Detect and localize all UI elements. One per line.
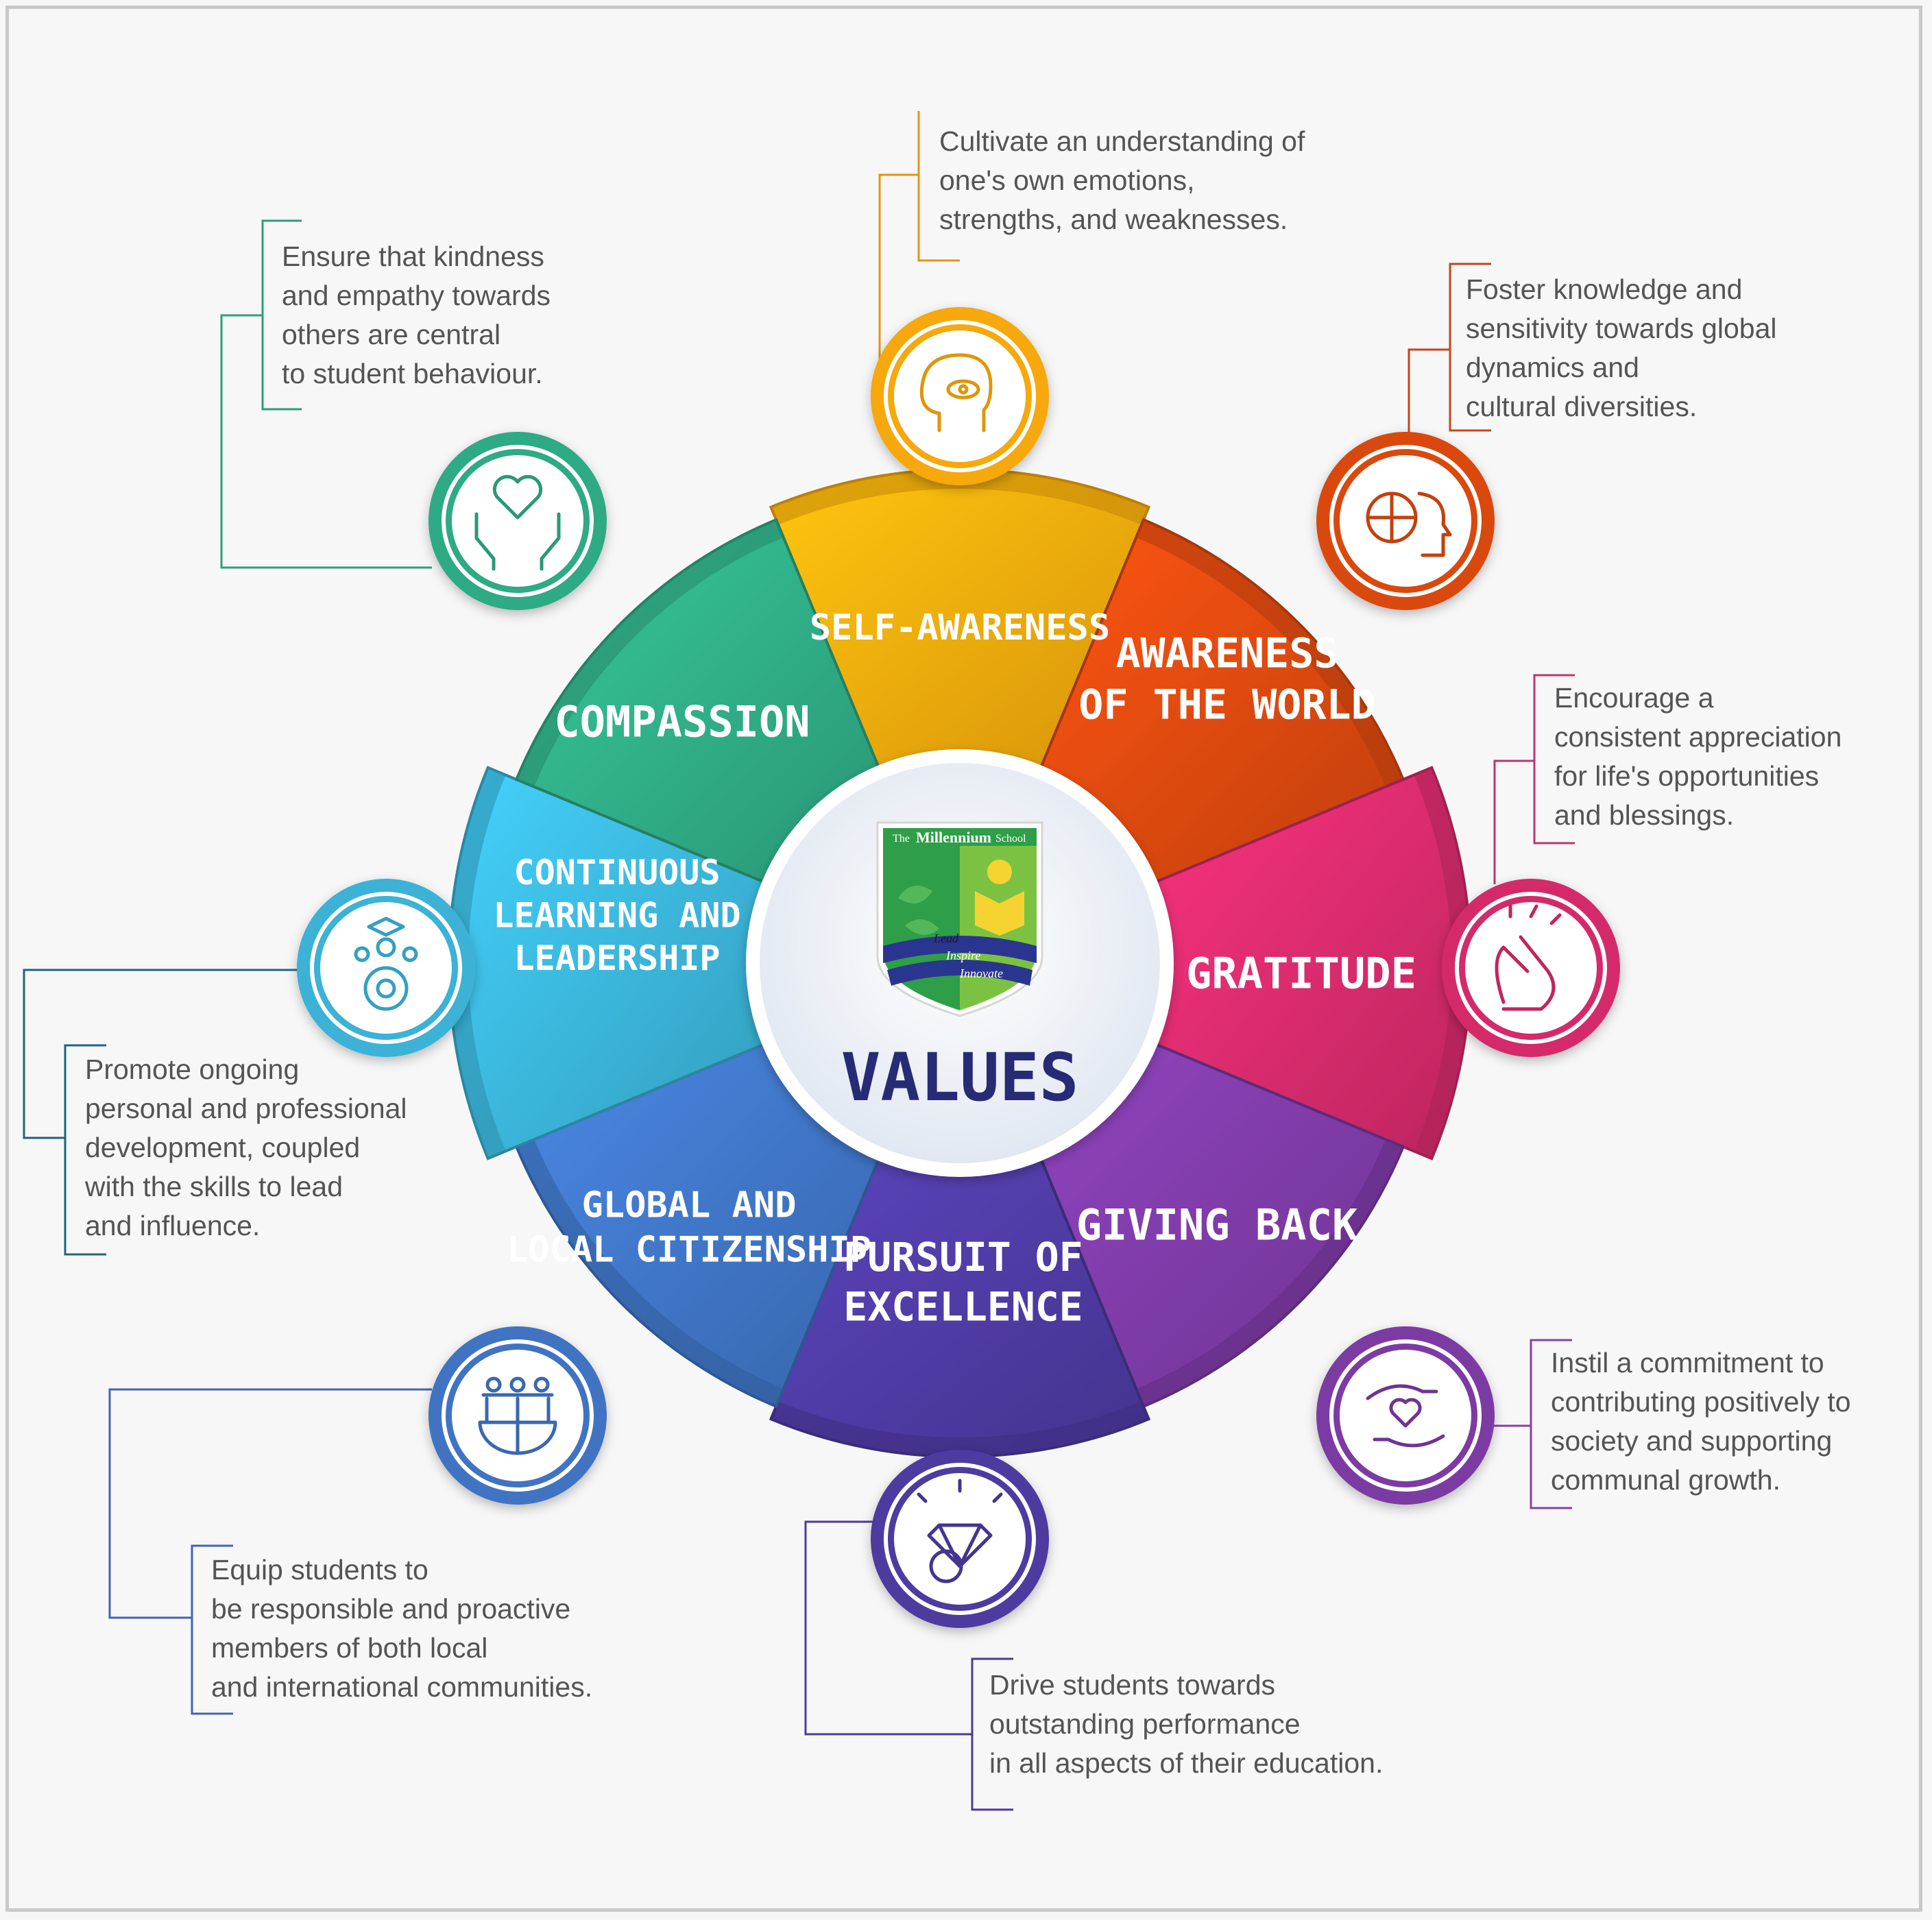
segment-rim-pursuit-of-excellence [771, 1401, 1149, 1457]
description-giving-back: Instil a commitment to contributing posi… [1551, 1347, 1851, 1496]
motto-lead: Lead [933, 932, 959, 945]
leaf-icon [898, 886, 932, 903]
description-awareness-of-the-world: Foster knowledge and sensitivity towards… [1466, 274, 1777, 422]
connector-giving-back [1530, 1339, 1572, 1509]
segment-label-continuous-learning-and-leadership: CONTINUOUS [514, 853, 720, 892]
segment-icons [297, 307, 1620, 1628]
heart-hands-icon [428, 432, 607, 610]
segment-label-awareness-of-the-world: OF THE WORLD [1078, 681, 1375, 729]
segment-label-awareness-of-the-world: AWARENESS [1115, 630, 1338, 678]
segment-rim-self-awareness [771, 470, 1149, 525]
head-eye-icon [871, 307, 1049, 485]
connector-self-awareness [917, 111, 960, 262]
segment-label-global-and-local-citizenship: LOCAL CITIZENSHIP [507, 1230, 871, 1271]
logo-school-name: Millennium [916, 829, 991, 846]
segment-label-giving-back: GIVING BACK [1076, 1200, 1358, 1250]
segment-rim-gratitude [1414, 767, 1471, 1159]
description-self-awareness: Cultivate an understanding of one's own … [939, 125, 1305, 235]
connector-continuous-learning [64, 1044, 106, 1256]
connector-global-citizenship-drop [108, 1388, 432, 1619]
description-pursuit-of-excellence: Drive students towards outstanding perfo… [989, 1669, 1384, 1779]
description-gratitude: Encourage a consistent appreciation for … [1554, 682, 1842, 831]
values-title: VALUES [841, 1039, 1079, 1116]
connector-self-awareness-drop [878, 173, 919, 360]
segment-rim-awareness-of-the-world [1136, 520, 1403, 787]
motto-innovate: Innovate [959, 967, 1003, 980]
segment-label-continuous-learning-and-leadership: LEADERSHIP [514, 938, 720, 978]
reader-figure-icon [987, 860, 1012, 884]
connector-gratitude-drop [1493, 760, 1534, 884]
motto-inspire: Inspire [945, 949, 980, 962]
clapping-hands-icon [1442, 879, 1620, 1057]
logo-prefix: The [893, 833, 910, 844]
connector-gratitude [1533, 674, 1575, 844]
segment-rim-global-and-local-citizenship [516, 1139, 784, 1407]
hands-heart-icon [1316, 1326, 1495, 1505]
segment-rim-compassion [516, 520, 784, 787]
segment-label-gratitude: GRATITUDE [1186, 949, 1416, 999]
segment-label-continuous-learning-and-leadership: LEARNING AND [493, 896, 740, 936]
segment-label-global-and-local-citizenship: GLOBAL AND [581, 1185, 796, 1226]
connector-pursuit-of-excellence-drop [804, 1520, 972, 1736]
segment-label-self-awareness: SELF-AWARENESS [810, 607, 1110, 648]
segment-rim-continuous-learning-and-leadership [449, 767, 506, 1159]
connector-global-citizenship [191, 1544, 233, 1715]
connector-continuous-learning-drop [23, 969, 302, 1139]
segment-label-compassion: COMPASSION [554, 697, 810, 747]
frame-border [5, 5, 1922, 1912]
connector-awareness-of-the-world-drop [1408, 348, 1450, 439]
logo-suffix: School [995, 833, 1026, 844]
connector-compassion-drop [220, 314, 432, 569]
connector-awareness-of-the-world [1449, 263, 1491, 432]
description-global-citizenship: Equip students to be responsible and pro… [211, 1554, 593, 1703]
segment-label-pursuit-of-excellence: PURSUIT OF [843, 1234, 1083, 1280]
people-globe-icon [428, 1326, 607, 1505]
school-logo: The Millennium School Lead Inspire Innov… [876, 821, 1043, 1017]
connector-lines [23, 111, 1575, 1811]
diamond-gear-icon [871, 1450, 1049, 1628]
segment-rim-giving-back [1136, 1139, 1403, 1407]
segment-label-pursuit-of-excellence: EXCELLENCE [843, 1284, 1083, 1330]
description-continuous-learning: Promote ongoing personal and professiona… [85, 1054, 407, 1241]
graduate-gear-icon [297, 879, 475, 1057]
globe-head-icon [1316, 432, 1495, 610]
description-compassion: Ensure that kindness and empathy towards… [282, 241, 551, 389]
